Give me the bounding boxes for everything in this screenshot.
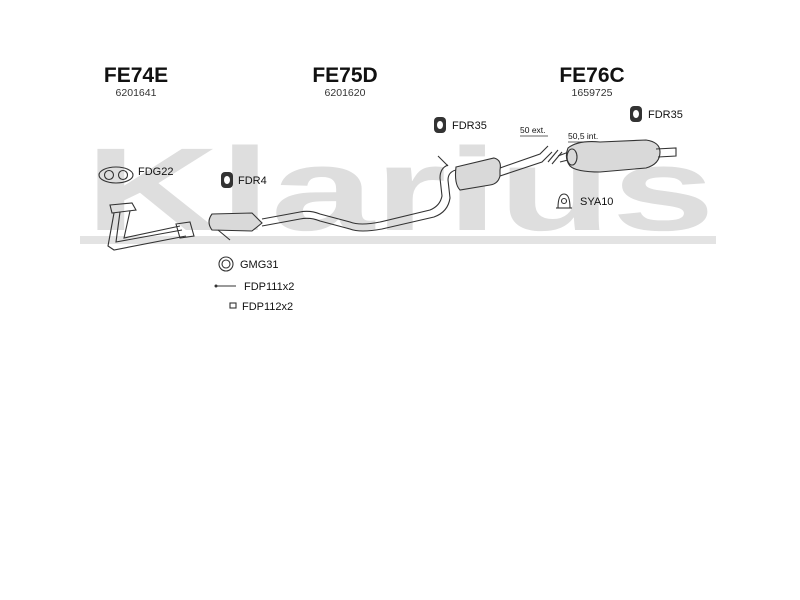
part-label-gmg31: GMG31 (240, 259, 279, 271)
part-label-fdg22: FDG22 (138, 166, 173, 178)
section-code-fe74e: 6201641 (116, 87, 157, 99)
watermark-bar (80, 236, 716, 244)
section-code-fe75d: 6201620 (325, 87, 366, 99)
ring-gmg31-icon (218, 256, 234, 272)
annotation-ext: 50 ext. (520, 125, 546, 135)
annotation-int: 50,5 int. (568, 131, 598, 141)
rubber-mount-fdr4-icon (221, 172, 233, 188)
part-label-fdp111: FDP111x2 (244, 281, 294, 293)
nut-fdp112-icon (229, 302, 237, 309)
rubber-mount-fdr35-right-icon (630, 106, 642, 122)
rear-silencer-icon (557, 139, 677, 173)
clamp-sya10-icon (556, 193, 572, 209)
section-code-fe76c: 1659725 (572, 87, 613, 99)
rubber-mount-fdr35-icon (434, 117, 446, 133)
section-title-fe75d: FE75D (312, 64, 377, 87)
part-label-sya10: SYA10 (580, 196, 613, 208)
middle-pipe-icon (208, 164, 457, 241)
bolt-fdp111-icon (214, 284, 236, 288)
section-title-fe76c: FE76C (559, 64, 624, 87)
section-title-fe74e: FE74E (104, 64, 168, 87)
part-label-fdp112: FDP112x2 (242, 301, 293, 313)
center-silencer-icon (437, 145, 553, 191)
cut-mark-icon (547, 149, 563, 165)
part-label-fdr35-a: FDR35 (452, 120, 487, 132)
front-downpipe-icon (107, 202, 195, 251)
part-label-fdr4: FDR4 (238, 175, 267, 187)
part-label-fdr35-b: FDR35 (648, 109, 683, 121)
gasket-fdg22-icon (98, 166, 134, 184)
